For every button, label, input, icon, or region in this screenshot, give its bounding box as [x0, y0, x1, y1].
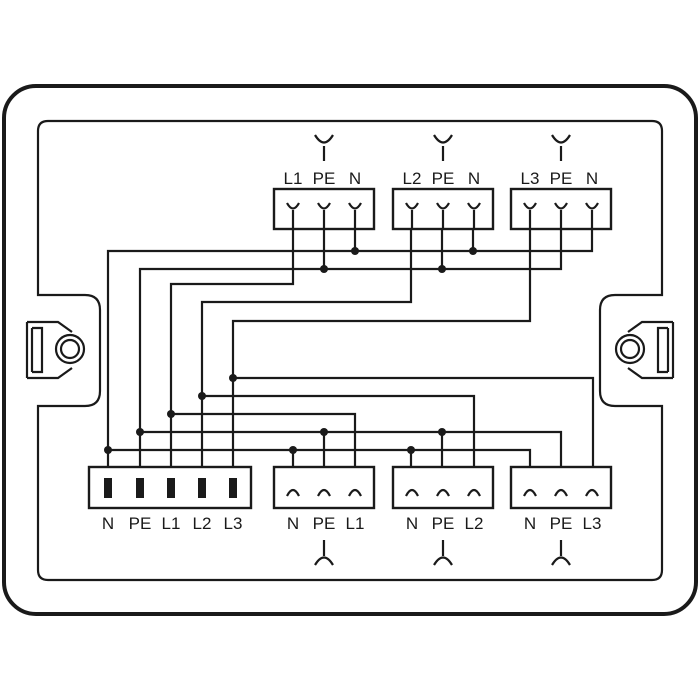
socket-label: L1: [284, 169, 303, 188]
mounting-lug-left: [25, 320, 86, 380]
socket-contact: [317, 488, 331, 497]
socket-label: N: [468, 169, 480, 188]
socket-contact: [405, 488, 419, 497]
plug-icon: [551, 540, 571, 566]
input-label-pe: PE: [129, 514, 152, 533]
socket-label: PE: [550, 514, 573, 533]
socket-contact: [286, 202, 300, 230]
socket-label: L2: [403, 169, 422, 188]
socket-label: PE: [432, 169, 455, 188]
wire-l2-bottom: [202, 394, 476, 487]
socket-contact: [317, 202, 331, 230]
plug-icon: [433, 540, 453, 566]
wires: [106, 215, 595, 487]
socket-contact: [286, 488, 300, 497]
socket-label: L1: [346, 514, 365, 533]
input-connector: N PE L1 L2 L3: [87, 465, 253, 533]
mounting-lug-right: [614, 320, 675, 380]
socket-contact: [467, 488, 481, 497]
socket-label: N: [287, 514, 299, 533]
input-label-l1: L1: [162, 514, 181, 533]
socket-contact: [348, 202, 362, 230]
socket-icon: [551, 134, 571, 161]
socket-icon: [314, 134, 334, 161]
output-socket-bottom-3: N PE L3: [509, 465, 613, 566]
output-socket-bottom-2: N PE L2: [391, 465, 495, 566]
output-socket-top-3: L3 PE N: [509, 134, 613, 231]
socket-label: PE: [313, 169, 336, 188]
housing-outer: [2, 84, 698, 616]
output-socket-bottom-1: N PE L1: [272, 465, 376, 566]
wire-l2-top: [200, 215, 413, 478]
wire-l3-top: [231, 215, 532, 478]
wire-l1-top: [169, 215, 295, 478]
socket-contact: [467, 202, 481, 230]
input-label-l2: L2: [193, 514, 212, 533]
socket-contact: [405, 202, 419, 230]
socket-label: L3: [521, 169, 540, 188]
output-socket-top-1: L1 PE N: [272, 134, 376, 231]
housing-inner: [36, 119, 664, 582]
socket-contact: [523, 488, 537, 497]
input-label-l3: L3: [224, 514, 243, 533]
wire-n-top: [106, 215, 594, 478]
socket-contact: [348, 488, 362, 497]
socket-label: N: [524, 514, 536, 533]
socket-contact: [436, 202, 450, 230]
bottom-socket-blocks: N PE L1 N PE L2 N PE L3: [272, 465, 613, 566]
wire-pe-top: [138, 215, 563, 478]
socket-contact: [523, 202, 537, 230]
input-label-n: N: [102, 514, 114, 533]
socket-label: N: [586, 169, 598, 188]
plug-icon: [314, 540, 334, 566]
socket-contact: [585, 202, 599, 230]
socket-label: PE: [313, 514, 336, 533]
junction-dots: [104, 247, 477, 454]
socket-label: L2: [465, 514, 484, 533]
wire-l3-bottom: [233, 376, 595, 487]
socket-label: PE: [432, 514, 455, 533]
socket-label: PE: [550, 169, 573, 188]
socket-contact: [554, 488, 568, 497]
socket-label: N: [349, 169, 361, 188]
socket-contact: [554, 202, 568, 230]
socket-contact: [585, 488, 599, 497]
top-socket-blocks: L1 PE N L2 PE N L3 PE N: [272, 134, 613, 231]
socket-contact: [436, 488, 450, 497]
socket-icon: [433, 134, 453, 161]
socket-label: N: [406, 514, 418, 533]
socket-label: L3: [583, 514, 602, 533]
output-socket-top-2: L2 PE N: [391, 134, 495, 231]
wire-l1-bottom: [171, 412, 357, 487]
